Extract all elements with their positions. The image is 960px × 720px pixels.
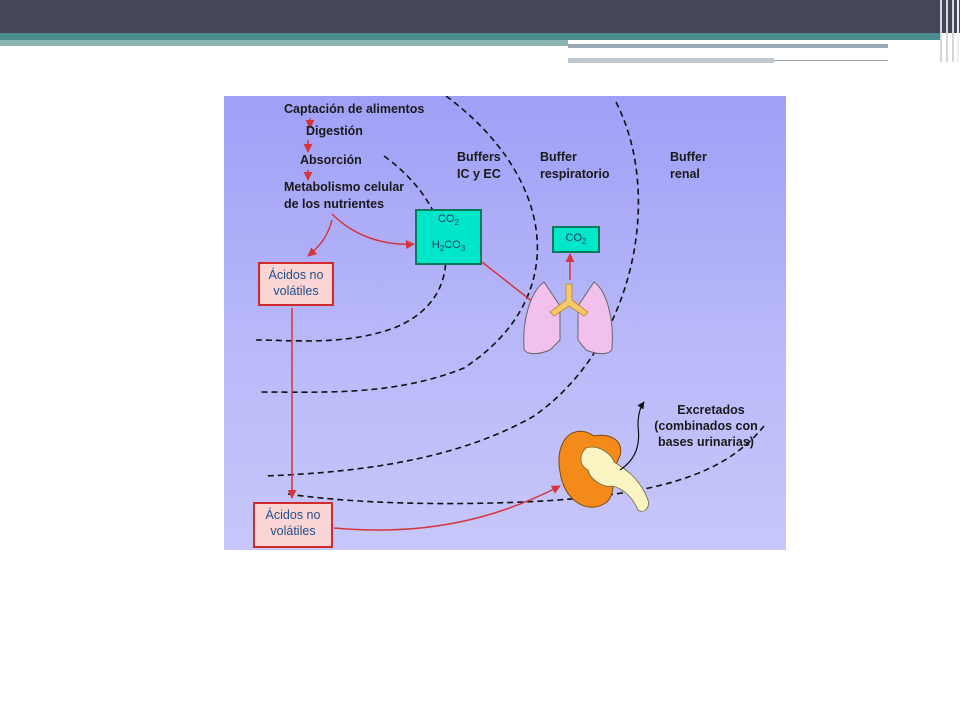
slide-corner-decoration <box>934 0 960 62</box>
acidos-bottom-line1: Ácidos no <box>265 508 321 522</box>
acidos-top-line2: volátiles <box>273 284 319 298</box>
arrow-metabolismo-co2 <box>331 213 415 250</box>
acidos-bottom-line2: volátiles <box>270 524 316 538</box>
zone-boundary-renal <box>263 101 640 477</box>
excretados-label: Excretados (combinados con bases urinari… <box>636 402 776 450</box>
acidos-no-volatiles-box-top: Ácidos no volátiles <box>258 262 334 306</box>
acidos-top-line1: Ácidos no <box>268 268 324 282</box>
excretados-line1: Excretados <box>677 403 745 417</box>
h2co3-label: H2CO3 <box>431 239 466 254</box>
lungs-icon <box>523 281 613 355</box>
zone-label-buffer-resp-line2: respiratorio <box>540 167 610 181</box>
step-captacion: Captación de alimentos <box>284 102 425 116</box>
arrow-h2co3-lungs <box>481 261 539 307</box>
zone-label-buffer-renal-line1: Buffer <box>670 150 707 164</box>
arrow-acidos-kidney <box>333 485 561 531</box>
step-metabolismo-line1: Metabolismo celular <box>284 180 405 194</box>
zone-label-buffer-renal-line2: renal <box>670 167 700 181</box>
slide-divider-line-light <box>568 58 774 63</box>
slide-divider-line <box>568 44 888 48</box>
zone-label-buffer-resp-line1: Buffer <box>540 150 577 164</box>
acidos-no-volatiles-box-bottom: Ácidos no volátiles <box>253 502 333 548</box>
excretados-line2: (combinados con <box>654 419 758 433</box>
step-metabolismo-line2: de los nutrientes <box>284 197 385 211</box>
step-digestion: Digestión <box>306 124 363 138</box>
co2-exhaled-label: CO2 <box>565 232 587 247</box>
diagram-graphics <box>255 96 765 531</box>
arrow-kidney-excretados <box>619 401 645 471</box>
step-absorcion: Absorción <box>300 153 362 167</box>
zone-boundary-outer <box>287 425 765 505</box>
zone-boundary-respiratory <box>259 96 539 393</box>
slide-accent-stripe <box>0 33 940 40</box>
zone-label-buffers-ic-ec-line2: IC y EC <box>457 167 501 181</box>
zone-boundary-ic-ec <box>255 155 447 342</box>
slide-divider-thin <box>774 60 888 61</box>
co2-label: CO2 <box>438 213 459 228</box>
arrow-metabolismo-acidos <box>307 219 333 257</box>
zone-label-buffers-ic-ec-line1: Buffers <box>457 150 501 164</box>
kidney-icon <box>558 430 649 512</box>
slide-accent-stripe-light <box>0 40 568 46</box>
co2-h2co3-box: CO2 H2CO3 <box>415 209 482 265</box>
co2-exhaled-box: CO2 <box>552 226 600 253</box>
slide-top-bar <box>0 0 960 33</box>
excretados-line3: bases urinarias) <box>658 435 754 449</box>
acid-base-buffer-diagram: Captación de alimentos Digestión Absorci… <box>224 96 786 550</box>
